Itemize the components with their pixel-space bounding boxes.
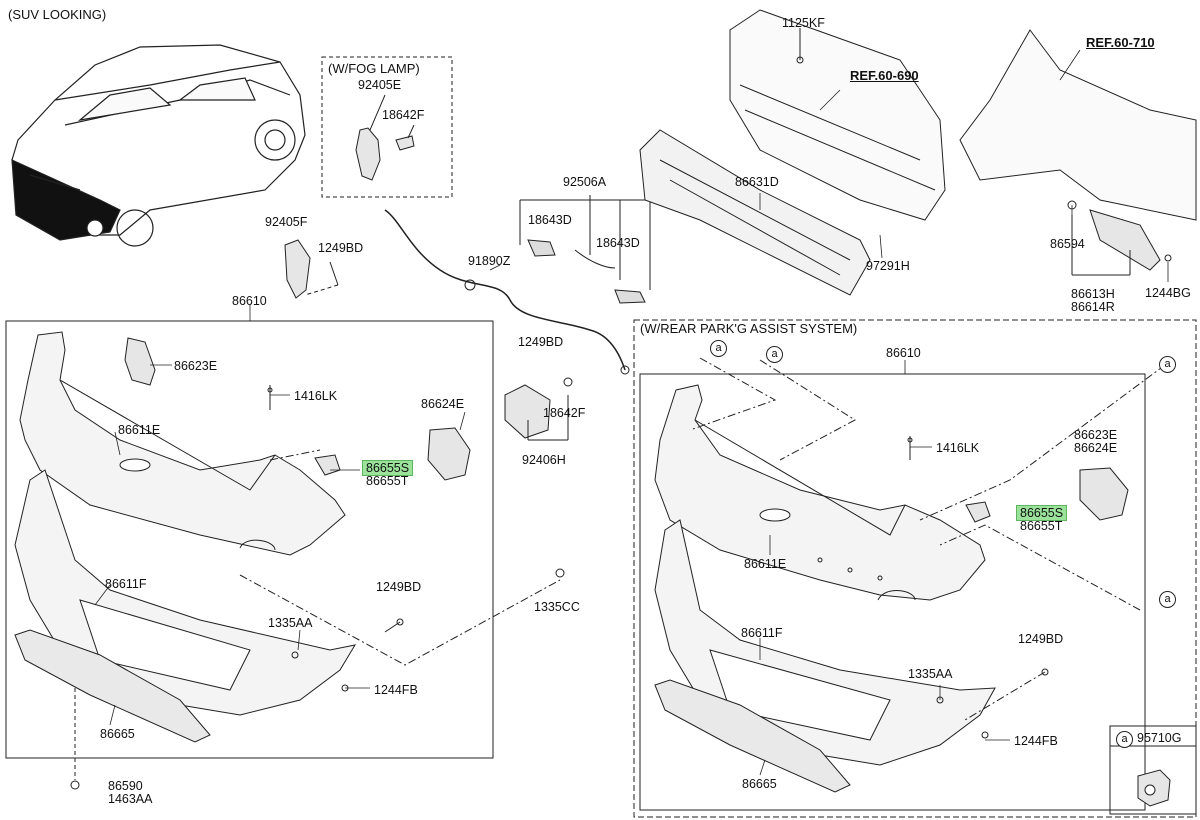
legend-part-number: 95710G: [1137, 731, 1182, 745]
skid-plate-left: [14, 629, 211, 743]
part-label-92506A[interactable]: 92506A: [563, 175, 607, 189]
bumper-cover-right: [654, 384, 986, 601]
skid-plate-right: [654, 679, 851, 793]
rear-panel: [729, 9, 946, 221]
park-assist-frame: [633, 319, 1197, 818]
part-label-18642F-mid[interactable]: 18642F: [543, 406, 586, 420]
part-label-18643D-a[interactable]: 18643D: [528, 213, 572, 227]
part-label-1335AA-right[interactable]: 1335AA: [908, 667, 953, 681]
left-assembly-frame: [5, 320, 494, 759]
legend-callout: a: [1116, 731, 1133, 748]
crossmember: [639, 129, 871, 296]
part-label-18642F-upper[interactable]: 18642F: [382, 108, 425, 122]
bumper-cover-left: [19, 331, 346, 556]
part-label-1249BD-upper[interactable]: 1249BD: [318, 241, 364, 255]
part-label-18643D-b[interactable]: 18643D: [596, 236, 640, 250]
legend-entry[interactable]: a 95710G: [1116, 731, 1181, 748]
part-label-1125KF[interactable]: 1125KF: [782, 16, 825, 30]
part-label-1249BD-lower-right[interactable]: 1249BD: [1018, 632, 1064, 646]
part-label-1244FB-right[interactable]: 1244FB: [1014, 734, 1058, 748]
ref-60-710[interactable]: REF.60-710: [1086, 35, 1155, 50]
part-label-86594[interactable]: 86594: [1050, 237, 1085, 251]
part-label-86665-left[interactable]: 86665: [100, 727, 135, 741]
part-label-86611F-left[interactable]: 86611F: [105, 577, 147, 591]
part-label-92405F[interactable]: 92405F: [265, 215, 308, 229]
part-label-86614R[interactable]: 86614R: [1071, 300, 1115, 314]
wiring-harness: [384, 209, 626, 371]
callout-a-1: a: [710, 340, 727, 357]
part-label-86624E-right[interactable]: 86624E: [1074, 441, 1118, 455]
part-label-86655T-left[interactable]: 86655T: [366, 474, 409, 488]
part-label-92406H[interactable]: 92406H: [522, 453, 566, 467]
part-label-91890Z[interactable]: 91890Z: [468, 254, 511, 268]
quarter-panel: [959, 29, 1197, 221]
part-label-86655T-right[interactable]: 86655T: [1020, 519, 1063, 533]
part-label-1249BD-mid[interactable]: 1249BD: [518, 335, 564, 349]
callout-a-3: a: [1159, 356, 1176, 373]
part-label-1244BG[interactable]: 1244BG: [1145, 286, 1191, 300]
right-assembly-frame: [639, 373, 1146, 811]
part-label-97291H[interactable]: 97291H: [866, 259, 910, 273]
part-label-1463AA[interactable]: 1463AA: [108, 792, 153, 806]
part-label-86631D[interactable]: 86631D: [735, 175, 779, 189]
part-label-86623E-right[interactable]: 86623E: [1074, 428, 1118, 442]
part-label-86590[interactable]: 86590: [108, 779, 143, 793]
fog-lamp-center: [504, 384, 551, 439]
part-label-86624E-left[interactable]: 86624E: [421, 397, 465, 411]
part-label-1244FB-left[interactable]: 1244FB: [374, 683, 418, 697]
part-label-86610-right[interactable]: 86610: [886, 346, 921, 360]
suv-looking-header: (SUV LOOKING): [8, 7, 107, 22]
part-label-86613H[interactable]: 86613H: [1071, 287, 1115, 301]
part-label-86665-right[interactable]: 86665: [742, 777, 777, 791]
fog-lamp-left: [284, 239, 311, 299]
part-label-1335AA-left[interactable]: 1335AA: [268, 616, 313, 630]
fog-lamp-frame: [321, 56, 453, 198]
part-label-1249BD-lower-left[interactable]: 1249BD: [376, 580, 422, 594]
part-label-1416LK-right[interactable]: 1416LK: [936, 441, 980, 455]
fog-lamp-header: (W/FOG LAMP): [328, 61, 420, 76]
vehicle-illustration: [11, 44, 306, 247]
part-label-1416LK-left[interactable]: 1416LK: [294, 389, 338, 403]
part-label-92405E[interactable]: 92405E: [358, 78, 402, 92]
fog-lamp-upper: [355, 127, 381, 181]
ref-60-690[interactable]: REF.60-690: [850, 68, 919, 83]
callout-a-2: a: [766, 346, 783, 363]
part-label-86611E-left[interactable]: 86611E: [118, 423, 161, 437]
legend-frame: [1109, 725, 1197, 815]
part-label-1335CC[interactable]: 1335CC: [534, 600, 580, 614]
part-label-86655S-left[interactable]: 86655S: [362, 460, 414, 476]
park-assist-header: (W/REAR PARK'G ASSIST SYSTEM): [640, 321, 858, 336]
part-label-86655S-right[interactable]: 86655S: [1016, 505, 1068, 521]
part-label-86623E-left[interactable]: 86623E: [174, 359, 218, 373]
part-label-86610-left[interactable]: 86610: [232, 294, 267, 308]
part-label-86611F-right[interactable]: 86611F: [741, 626, 783, 640]
callout-a-4: a: [1159, 591, 1176, 608]
side-bracket: [1089, 209, 1161, 271]
part-label-86611E-right[interactable]: 86611E: [744, 557, 787, 571]
